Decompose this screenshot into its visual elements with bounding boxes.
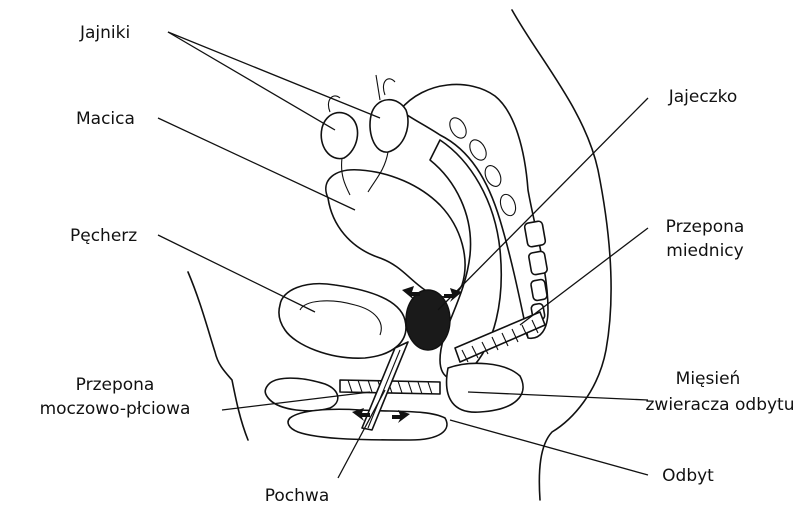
leader-odbyt [450, 420, 648, 475]
label-macica: Macica [76, 109, 135, 129]
pubic-bone [265, 378, 338, 411]
egg [406, 290, 450, 350]
leader-jajniki-1 [168, 32, 335, 130]
bladder [279, 284, 406, 358]
label-przepona-moczowo-1: Przepona [76, 375, 155, 395]
label-pecherz: Pęcherz [70, 226, 137, 246]
label-pochwa: Pochwa [265, 486, 330, 506]
leader-jajniki-2 [168, 32, 380, 118]
label-przepona-miednicy-1: Przepona [666, 217, 745, 237]
label-miesien-2: zwieracza odbytu [646, 395, 793, 415]
label-jajniki: Jajniki [79, 23, 130, 43]
label-miesien-1: Mięsień [676, 369, 741, 389]
label-przepona-moczowo-2: moczowo-płciowa [40, 399, 191, 419]
leader-pecherz [158, 235, 315, 312]
anal-sphincter [447, 363, 523, 412]
label-przepona-miednicy-2: miednicy [666, 241, 743, 261]
label-jajeczko: Jajeczko [668, 87, 738, 107]
body-contour-front [188, 272, 248, 440]
label-odbyt: Odbyt [662, 466, 714, 486]
